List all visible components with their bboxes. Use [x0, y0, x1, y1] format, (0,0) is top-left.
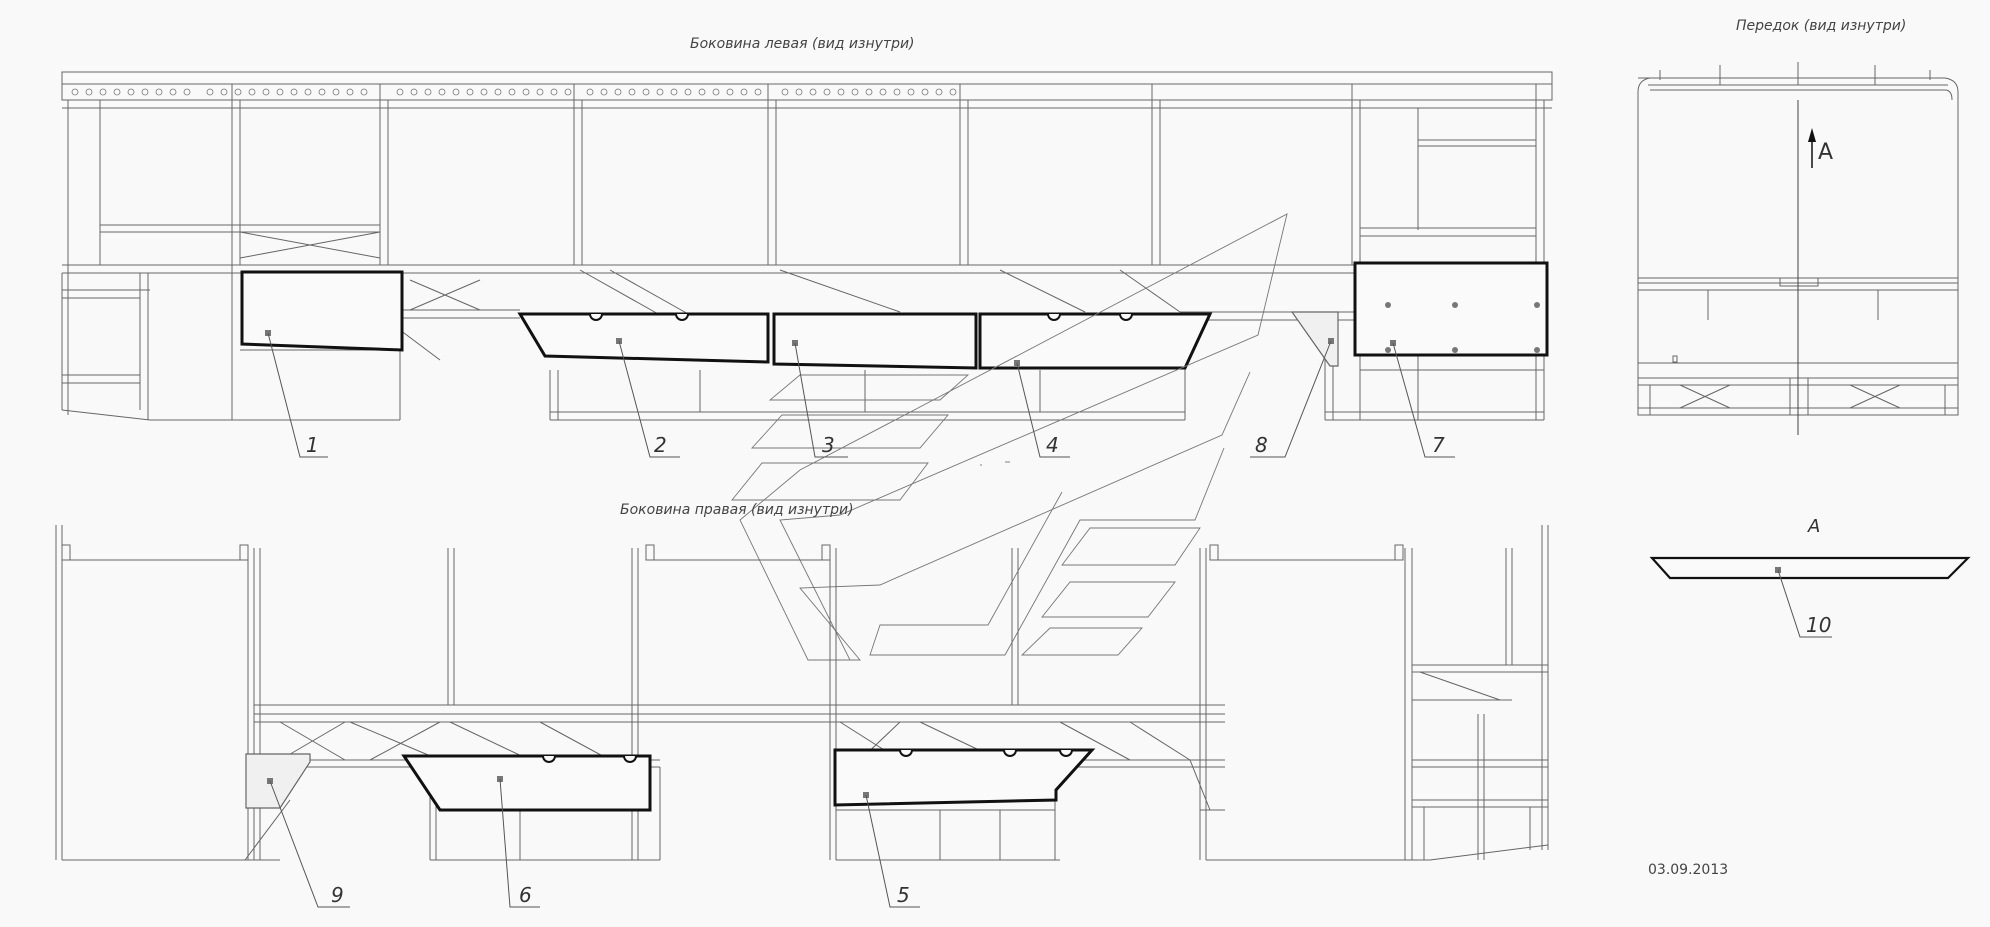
leader-lines	[267, 332, 1832, 908]
panel-7	[1353, 261, 1549, 357]
rail-hole	[614, 88, 622, 96]
rail-hole	[712, 88, 720, 96]
panel-2	[517, 312, 770, 364]
rail-hole	[452, 88, 460, 96]
rail-hole	[438, 88, 446, 96]
left-side-frame	[61, 71, 1553, 421]
rail-hole	[684, 88, 692, 96]
rail-hole	[564, 88, 572, 96]
rail-hole	[698, 88, 706, 96]
callout-7: 7	[1432, 433, 1445, 457]
callout-9: 9	[331, 883, 344, 907]
rail-hole	[600, 88, 608, 96]
rail-hole	[628, 88, 636, 96]
rail-hole	[424, 88, 432, 96]
rail-hole	[99, 88, 107, 96]
rail-hole	[893, 88, 901, 96]
callout-2: 2	[654, 433, 667, 457]
rail-hole	[71, 88, 79, 96]
rail-hole	[332, 88, 340, 96]
rail-hole	[536, 88, 544, 96]
rail-hole	[949, 88, 957, 96]
rail-hole	[220, 88, 228, 96]
rail-hole	[907, 88, 915, 96]
arrow-a-label: А	[1818, 140, 1834, 165]
rail-hole	[508, 88, 516, 96]
rail-hole	[823, 88, 831, 96]
rail-hole	[809, 88, 817, 96]
rail-hole	[206, 88, 214, 96]
rail-hole	[155, 88, 163, 96]
rail-hole	[346, 88, 354, 96]
callout-10: 10	[1806, 613, 1832, 637]
rail-hole	[740, 88, 748, 96]
rail-hole	[656, 88, 664, 96]
drawing-date: 03.09.2013	[1648, 862, 1729, 878]
rail-hole	[466, 88, 474, 96]
panel-5	[833, 748, 1096, 807]
rail-hole	[480, 88, 488, 96]
rail-hole	[360, 88, 368, 96]
panel-10	[1649, 556, 1971, 580]
callout-3: 3	[822, 433, 835, 457]
rail-hole	[262, 88, 270, 96]
rail-hole	[865, 88, 873, 96]
rail-hole	[141, 88, 149, 96]
panel-1	[240, 270, 404, 352]
rail-hole	[169, 88, 177, 96]
rail-hole	[522, 88, 530, 96]
title-front: Передок (вид изнутри)	[1736, 18, 1907, 34]
section-a-label: А	[1808, 516, 1821, 537]
rail-hole	[396, 88, 404, 96]
rail-hole	[851, 88, 859, 96]
panel-notches	[589, 313, 1133, 321]
rail-hole	[276, 88, 284, 96]
rail-hole	[754, 88, 762, 96]
roof-rail-holes	[71, 88, 957, 96]
rail-hole	[113, 88, 121, 96]
panel-6	[401, 754, 652, 812]
front-frame	[1637, 62, 1959, 435]
rail-hole	[879, 88, 887, 96]
callout-6: 6	[519, 883, 532, 907]
rail-hole	[248, 88, 256, 96]
rail-hole	[410, 88, 418, 96]
panel-notches-bottom	[542, 749, 1073, 763]
rail-hole	[318, 88, 326, 96]
rail-hole	[234, 88, 242, 96]
title-right-side: Боковина правая (вид изнутри)	[620, 502, 854, 518]
rail-hole	[494, 88, 502, 96]
right-side-frame	[55, 525, 1549, 861]
title-left-side: Боковина левая (вид изнутри)	[690, 36, 915, 52]
rail-hole	[183, 88, 191, 96]
rail-hole	[781, 88, 789, 96]
callout-5: 5	[897, 883, 910, 907]
panel-3	[772, 312, 978, 370]
rail-hole	[550, 88, 558, 96]
view-arrow-a	[1808, 128, 1816, 168]
rail-hole	[726, 88, 734, 96]
rail-hole	[586, 88, 594, 96]
rail-hole	[85, 88, 93, 96]
rail-hole	[670, 88, 678, 96]
rail-hole	[935, 88, 943, 96]
rail-hole	[127, 88, 135, 96]
callout-8: 8	[1255, 433, 1268, 457]
panel-9	[245, 753, 311, 809]
rail-hole	[290, 88, 298, 96]
rail-hole	[795, 88, 803, 96]
rail-hole	[304, 88, 312, 96]
rail-hole	[921, 88, 929, 96]
rail-hole	[642, 88, 650, 96]
iso-sketch	[731, 213, 1288, 661]
callout-1: 1	[306, 433, 319, 457]
panel-4	[978, 312, 1213, 370]
callout-4: 4	[1046, 433, 1059, 457]
rail-hole	[837, 88, 845, 96]
